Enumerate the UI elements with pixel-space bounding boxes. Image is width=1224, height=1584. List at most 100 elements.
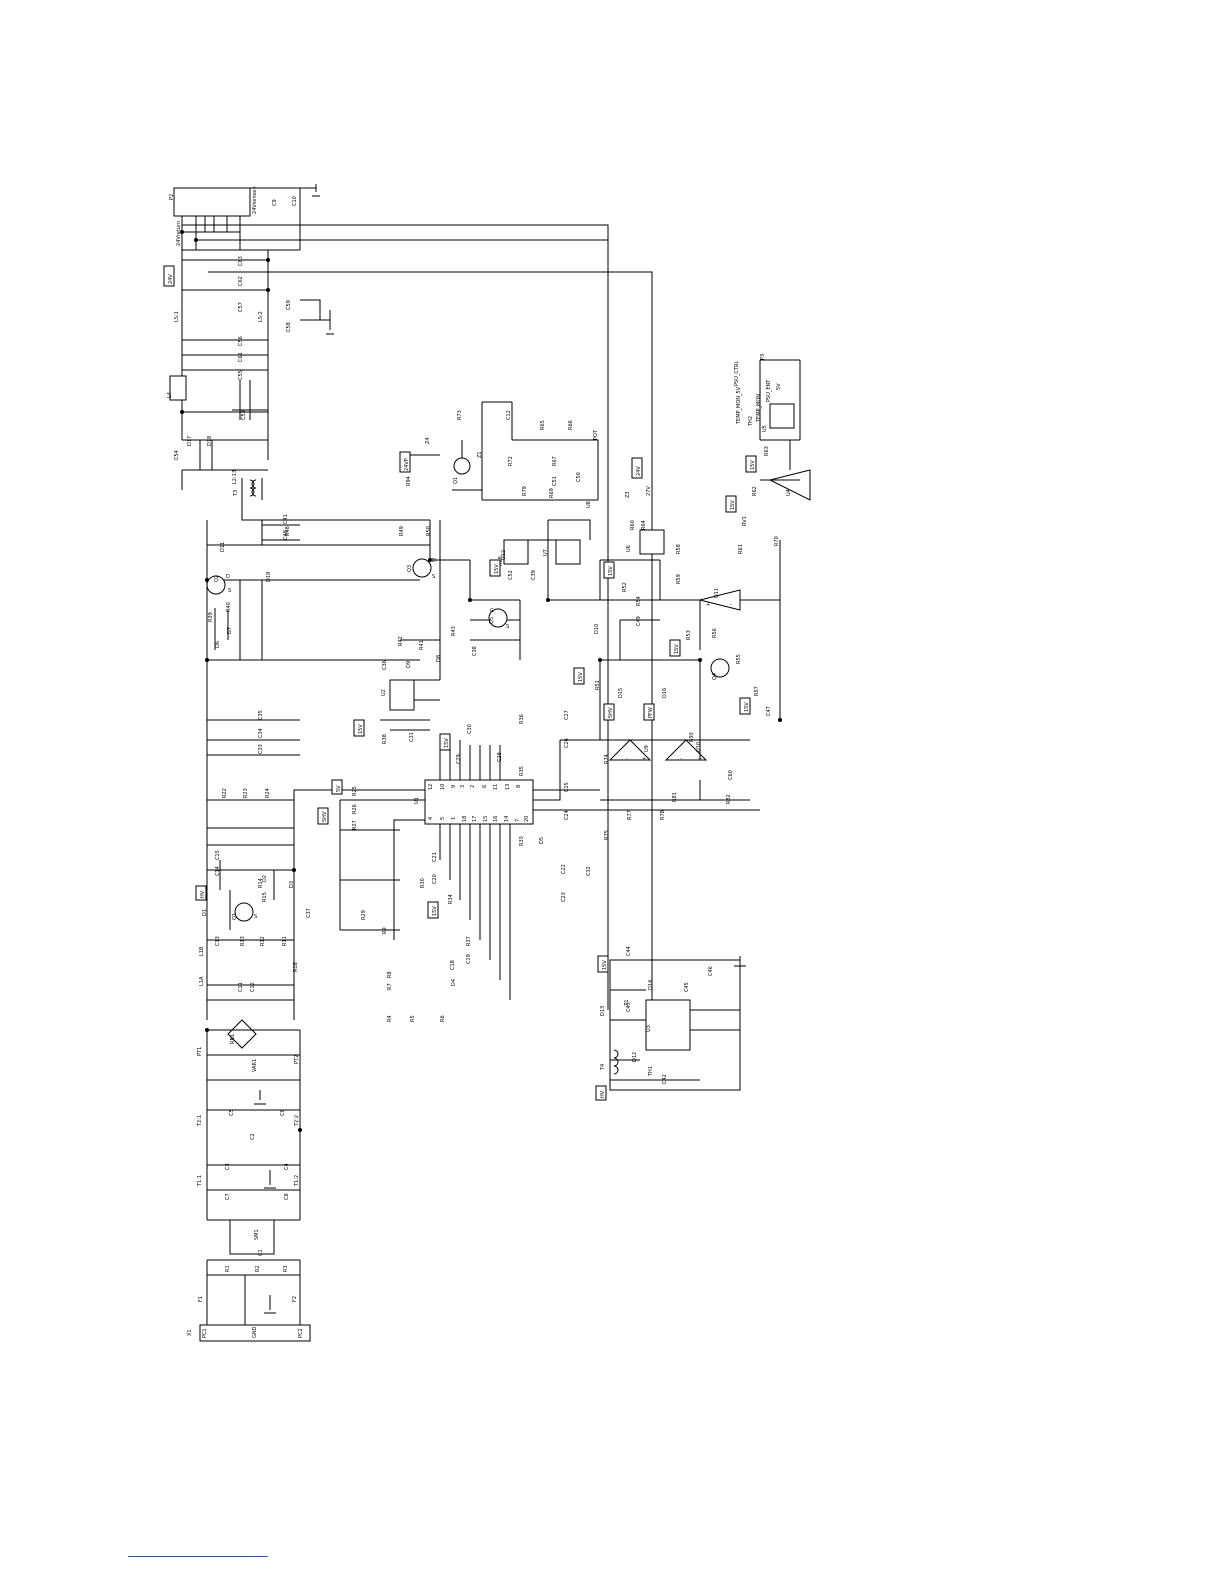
c45-label: C45 [684,982,690,992]
u1-pin-5: 5 [440,817,446,820]
r43-label: R43 [451,626,457,636]
r65-label: R65 [540,420,546,430]
q3-pin-d: D [432,558,436,564]
c35-label: C35 [258,710,264,720]
r26-label: R26 [352,804,358,814]
r81-label: R81 [672,792,678,802]
u7-label: U7 [543,549,549,556]
c61-label: C61 [238,352,244,362]
c55-label: C55 [238,370,244,380]
u1-pin-18: 18 [462,816,468,822]
u1-pin-15: 15 [483,816,489,822]
c36-label: C36 [382,660,388,670]
rail-15v-tag-9: 15V [444,738,450,748]
gnd-label: GND [252,1326,258,1338]
u11-label: U11 [714,588,720,598]
var1-label: VAR1 [252,1059,258,1072]
c3-label: C3 [225,1163,231,1170]
temp-mon-5v-label: TEMP_MON_5V [736,386,742,425]
z3-label: Z3 [625,491,631,498]
c34-label: C34 [258,728,264,738]
u1-pin-20: 20 [524,816,530,822]
rail-15v-tag-10: 15V [432,906,438,916]
c12b-label: C12 [250,982,256,992]
r82-label: R82 [726,794,732,804]
d7-label: D7 [227,627,233,634]
c56-label: C56 [238,336,244,346]
r94-label: R94 [406,476,412,486]
c21-label: C21 [432,852,438,862]
d8-label: D8 [436,655,442,662]
c25-label: C25 [564,782,570,792]
d18-label: D18 [207,436,213,446]
d1-label: D1 [202,909,208,916]
rail-27v-label: 27V [646,486,652,496]
q5-pin-g: G [490,608,494,614]
u10-minus: - [680,756,682,762]
d13-label: D13 [600,1006,606,1016]
c33-label: C33 [258,744,264,754]
c57-label: C57 [238,302,244,312]
r29-label: R29 [361,910,367,920]
r34-label: R34 [448,894,454,904]
pot-label: POT [593,429,599,440]
c30-label: C30 [467,724,473,734]
u9-minus: - [626,756,628,762]
c31-label: C31 [409,732,415,742]
r67-label: R67 [552,456,558,466]
r13-label: R13 [240,936,246,946]
r51-label: R51 [595,680,601,690]
r36-label: R36 [519,714,525,724]
rail-15v-tag-8: 15V [358,724,364,734]
r62-label: R62 [752,486,758,496]
r68-label: R68 [498,556,504,566]
c38-label: C38 [472,646,478,656]
c42-label: C42 [662,1074,668,1084]
d3-label: D3 [289,881,295,888]
sm1-label: SM1 [254,1229,260,1240]
d14-label: D14 [648,980,654,990]
fuse-f1-label: F1 [198,1296,204,1302]
r79-label: R79 [522,486,528,496]
rail-15v-tag-6: 15V [578,672,584,682]
rail-15v-tag-3: 15V [730,500,736,510]
q6-label: Q1 [453,477,459,484]
p2-label: P2 [169,194,175,200]
c11-label: C11 [238,982,244,992]
r22-label: R22 [222,788,228,798]
r57-label: R57 [754,686,760,696]
r40-label: R40 [226,602,232,612]
q4-label: Q4 [712,673,718,680]
r27-label: R27 [352,820,358,830]
c59-label: C59 [286,300,292,310]
rail-24v-tag: 24V [168,274,174,284]
t4-label: T4 [600,1064,606,1071]
u1-pin-17: 17 [472,816,478,822]
c51-label: C51 [552,476,558,486]
u9-label: U9 [644,745,650,752]
rail-tags: 24V 24VP 24V 15V 15V 15V 15V 15V 15V 15V… [163,265,757,1101]
p2-return-label: 24Vreturn [176,221,182,246]
q2-label: Q2 [214,575,220,582]
r56-label: R56 [712,628,718,638]
q2-pin-d: D [226,574,230,580]
r2-label: R2 [255,1265,261,1272]
pc2-label: PC2 [298,1328,304,1338]
c39-label: C39 [531,570,537,580]
u8-label: U8 [586,501,592,508]
u1-pin-7: 7 [515,819,521,822]
c47-label: C47 [766,706,772,716]
footer-rule [128,1556,268,1557]
u1-pin-10: 10 [440,784,446,790]
d6-label: D6 [215,641,221,648]
c37-label: C37 [306,908,312,918]
c27-label: C27 [564,710,570,720]
z1b-label: Z1 [624,999,630,1006]
rail-15v-tag-7: 15V [744,702,750,712]
th1-label: TH1 [648,1066,654,1077]
c20-label: C20 [432,874,438,884]
wiring [169,184,811,1342]
r77-label: R77 [627,810,633,820]
psu-ent-label: PSU_ENT [766,379,772,402]
c60-label: C60 [728,770,734,780]
